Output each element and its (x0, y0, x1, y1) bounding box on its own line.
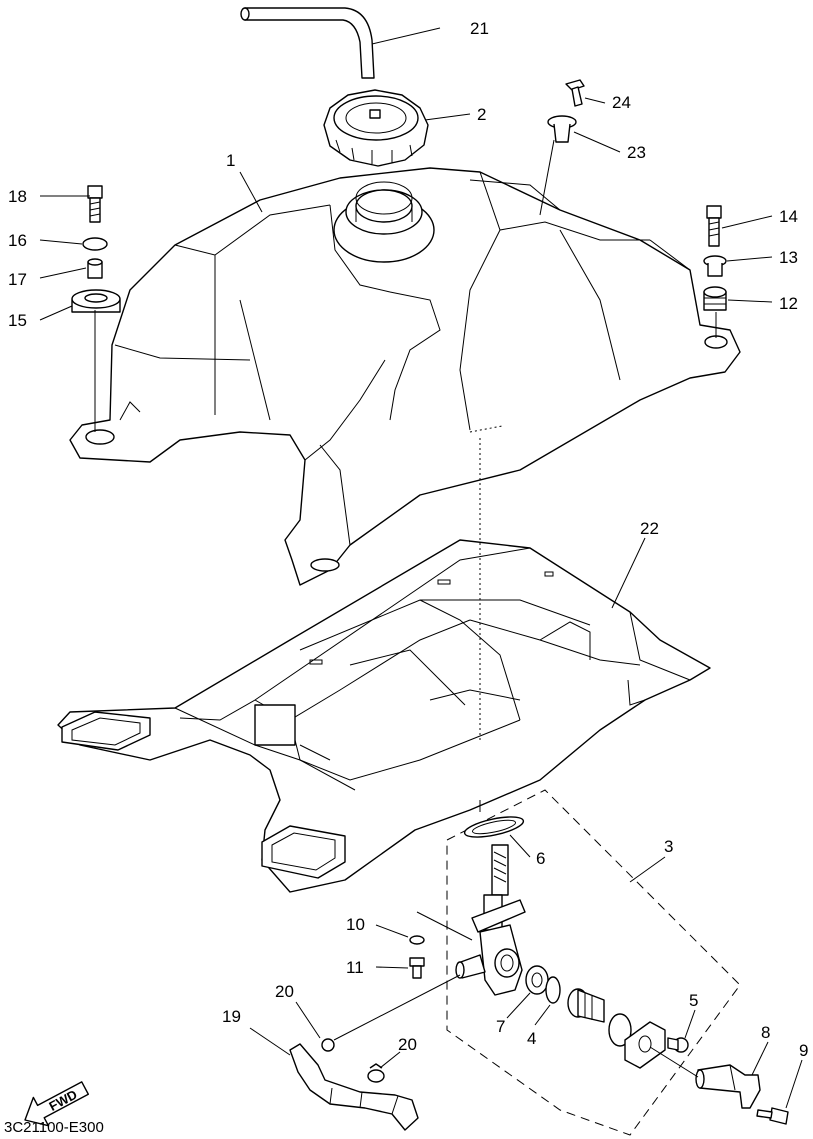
callout-19: 19 (222, 1007, 241, 1026)
hose-clip-20b (367, 1063, 385, 1083)
grommet-15 (71, 289, 121, 313)
callout-14: 14 (779, 207, 798, 226)
damper-23 (547, 115, 577, 143)
leader-lines (39, 27, 803, 1109)
callout-labels: 21 2 1 24 23 18 16 17 15 14 13 12 22 6 3… (8, 19, 808, 1060)
callout-7: 7 (496, 1017, 505, 1036)
bolt-18 (87, 185, 103, 223)
screw-9 (756, 1107, 789, 1125)
gasket-7 (525, 965, 549, 995)
callout-23: 23 (627, 143, 646, 162)
washer-10 (409, 935, 425, 945)
grommet-12 (703, 286, 727, 311)
callout-20-upper: 20 (275, 982, 294, 1001)
callout-15: 15 (8, 311, 27, 330)
bolt-14 (706, 205, 722, 247)
fuel-cock-assembly-boundary (446, 789, 741, 1136)
collar-13 (703, 255, 727, 277)
fuel-cap (323, 89, 429, 167)
callout-18: 18 (8, 187, 27, 206)
tank-tray (57, 539, 711, 893)
drawing-code: 3C21100-E300 (4, 1119, 104, 1136)
fwd-label: FWD (46, 1087, 79, 1114)
callout-12: 12 (779, 294, 798, 313)
callout-20-lower: 20 (398, 1035, 417, 1054)
callout-21: 21 (470, 19, 489, 38)
fuel-cock (455, 844, 526, 996)
callout-16: 16 (8, 231, 27, 250)
callout-6: 6 (536, 849, 545, 868)
screw-5 (667, 1037, 689, 1053)
callout-11: 11 (346, 958, 364, 977)
callout-24: 24 (612, 93, 631, 112)
callout-4: 4 (527, 1029, 536, 1048)
callout-2: 2 (477, 105, 486, 124)
fuel-hose-19 (289, 1043, 419, 1131)
breather-hose (244, 7, 375, 79)
callout-1: 1 (226, 151, 235, 170)
lever-plate (624, 1021, 666, 1069)
lever-gasket (608, 1013, 632, 1047)
collar-17 (87, 258, 103, 279)
valve-shaft (567, 988, 605, 1023)
callout-5: 5 (689, 991, 698, 1010)
callout-9: 9 (799, 1041, 808, 1060)
lever-8 (695, 1064, 761, 1109)
washer-16 (82, 237, 108, 251)
callout-8: 8 (761, 1023, 770, 1042)
callout-17: 17 (8, 270, 27, 289)
screw-11 (409, 957, 425, 979)
o-ring-6 (463, 816, 525, 838)
o-ring-4 (545, 976, 561, 1004)
fuel-tank (69, 167, 741, 586)
callout-10: 10 (346, 915, 365, 934)
screw-24 (565, 79, 585, 107)
callout-3: 3 (664, 837, 673, 856)
callout-13: 13 (779, 248, 798, 267)
hose-clip-20a (321, 1038, 335, 1052)
callout-22: 22 (640, 519, 659, 538)
